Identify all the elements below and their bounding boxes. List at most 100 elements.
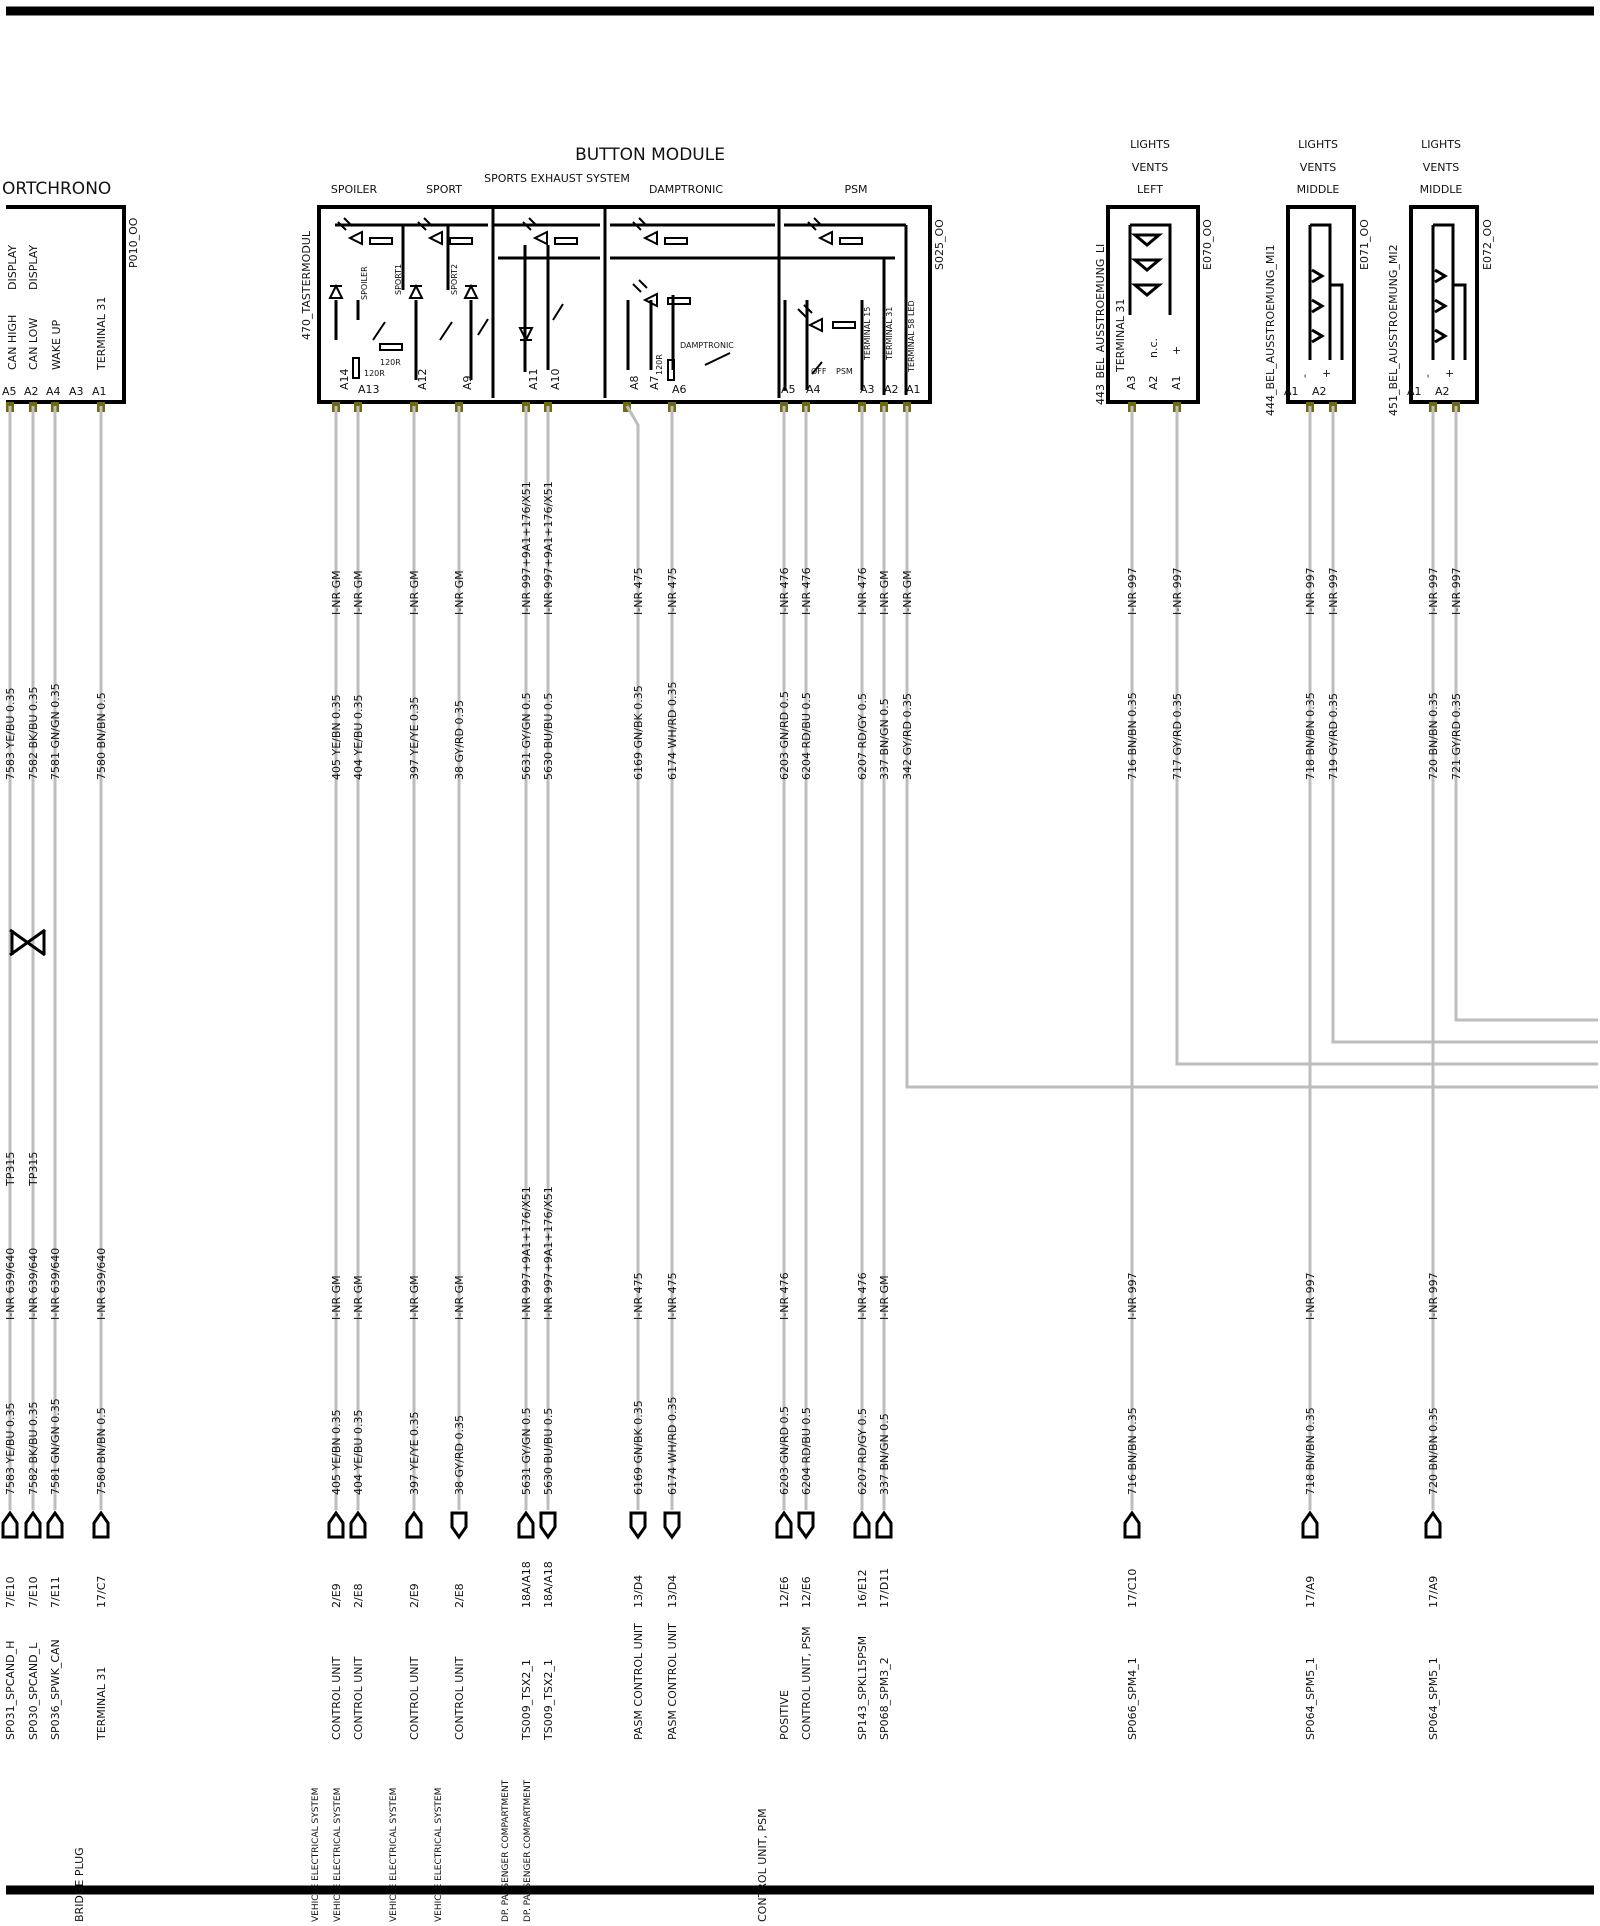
wire-inr-top-397: I-NR GM	[408, 570, 421, 615]
wire-label-bot-404: 404 YE/BU 0.35	[352, 1410, 365, 1495]
wire-inr-top-6174: I-NR 475	[666, 567, 679, 615]
wire-inr-top-6207: I-NR 476	[856, 567, 869, 615]
led-psm-2	[797, 304, 823, 333]
lights-mid2-side-label: 451_BEL_AUSSTROEMUNG_MI2	[1387, 244, 1400, 416]
wire-dest-7580: TERMINAL 31	[95, 1667, 108, 1741]
connector-5631	[517, 1510, 535, 1539]
connector-397	[405, 1510, 423, 1539]
sportchrono-label-can-high: CAN HIGH	[6, 315, 19, 370]
connector-7583	[1, 1510, 19, 1539]
wire-dest-720: SP064_SPM5_1	[1427, 1657, 1440, 1740]
wire-38	[450, 402, 468, 1540]
lights-left-led-array	[1128, 223, 1172, 315]
connector-38	[450, 1511, 468, 1540]
wire-conn-ref-5631: 18A/A18	[520, 1561, 533, 1608]
wire-label-bot-397: 397 YE/YE 0.35	[408, 1411, 421, 1495]
wire-inr-top-717: I-NR 997	[1171, 567, 1184, 615]
wire-dest-6169: PASM CONTROL UNIT	[632, 1623, 645, 1740]
wire-inr-bot-397: I-NR GM	[408, 1275, 421, 1320]
section-label-sport: SPORT	[426, 183, 462, 196]
connector-720	[1424, 1510, 1442, 1539]
wire-dest-7582: SP030_SPCAND_L	[27, 1642, 40, 1740]
wire-inr-bot-38: I-NR GM	[453, 1275, 466, 1320]
sportchrono-label-can-low: CAN LOW	[27, 318, 40, 370]
wire-dest-716: SP066_SPM4_1	[1126, 1657, 1139, 1740]
button-pin-a3: A3	[860, 383, 875, 396]
wire-label-bot-6203: 6203 GN/RD 0.5	[778, 1406, 791, 1495]
inner-label-120r-c: 120R	[655, 354, 664, 375]
inner-label-off: OFF	[811, 367, 827, 376]
module-lights-vents-left: LIGHTS VENTS LEFT E070_OO 443_BEL_AUSSTR…	[1094, 138, 1214, 405]
wire-conn-ref-6174: 13/D4	[666, 1575, 679, 1608]
wire-inr-bot-7581: I-NR 639/640	[49, 1248, 62, 1320]
inner-label-120r-b: 120R	[364, 369, 385, 378]
wire-inr-bot-7582: I-NR 639/640	[27, 1248, 40, 1320]
wire-6169	[623, 402, 647, 1540]
lights-left-side-label: 443_BEL_AUSSTROEMUNG_LI	[1094, 244, 1107, 405]
wire-inr-top-6169: I-NR 475	[632, 567, 645, 615]
wire-label-top-397: 397 YE/YE 0.35	[408, 696, 421, 780]
wire-label-top-721: 721 GY/RD 0.35	[1450, 693, 1463, 780]
switch-contacts	[372, 303, 823, 375]
wire-inr-bot-716: I-NR 997	[1126, 1272, 1139, 1320]
led-sport1-ind	[408, 283, 424, 299]
wire-label-top-404: 404 YE/BU 0.35	[352, 695, 365, 780]
wire-label-bot-6169: 6169 GN/BK 0.35	[632, 1400, 645, 1495]
wire-inr-bot-718: I-NR 997	[1304, 1272, 1317, 1320]
wire-6203	[775, 402, 793, 1539]
lights-left-pin-a1: A1	[1170, 375, 1183, 390]
wire-conn-ref-5630: 18A/A18	[542, 1561, 555, 1608]
lights-mid1-title-1: LIGHTS	[1298, 138, 1338, 151]
connector-6174	[663, 1511, 681, 1540]
wire-label-bot-7582: 7582 BK/BU 0.35	[27, 1401, 40, 1495]
lights-left-code: E070_OO	[1201, 219, 1214, 270]
button-pin-a6: A6	[672, 383, 687, 396]
wire-dest-7581: SP036_SPWK_CAN	[49, 1639, 62, 1740]
lights-mid1-title-3: MIDDLE	[1297, 183, 1340, 196]
connector-404	[349, 1510, 367, 1539]
led-sport	[417, 217, 443, 246]
lights-left-title-1: LIGHTS	[1130, 138, 1170, 151]
wire-label-bot-6207: 6207 RD/GY 0.5	[856, 1408, 869, 1495]
wire-7581	[46, 402, 64, 1539]
wire-6174	[663, 402, 681, 1540]
wire-label-top-6174: 6174 WH/RD 0.35	[666, 682, 679, 780]
wire-label-top-342: 342 GY/RD 0.35	[901, 693, 914, 780]
wire-conn-ref-397: 2/E9	[408, 1583, 421, 1608]
wire-404	[349, 402, 367, 1539]
lights-mid1-code: E071_OO	[1358, 219, 1371, 270]
wire-dest2-38: VEHICLE ELECTRICAL SYSTEM	[434, 1788, 444, 1922]
wire-7580	[92, 402, 110, 1539]
wire-dest2-405: VEHICLE ELECTRICAL SYSTEM	[311, 1788, 321, 1922]
wire-inr-top-5630: I-NR 997+9A1+176/X51	[542, 481, 555, 615]
wire-conn-ref-6204: 12/E6	[800, 1576, 813, 1608]
lights-mid2-code: E072_OO	[1481, 219, 1494, 270]
button-pin-a2: A2	[884, 383, 899, 396]
lights-left-label-nc: n.c.	[1147, 338, 1160, 358]
wire-trace-6169	[625, 405, 640, 1510]
wire-inr-top-718: I-NR 997	[1304, 567, 1317, 615]
wire-721	[1452, 402, 1598, 1022]
wire-label-bot-405: 405 YE/BN 0.35	[330, 1409, 343, 1495]
lights-mid2-pin-a2: A2	[1435, 385, 1450, 398]
led-symbols	[328, 217, 833, 343]
led-sport2-ind	[463, 283, 479, 299]
wire-conn-ref-7581: 7/E11	[49, 1576, 62, 1608]
wire-dest2-397: VEHICLE ELECTRICAL SYSTEM	[389, 1788, 399, 1922]
section-label-damptronic: DAMPTRONIC	[649, 183, 723, 196]
inner-label-sport1: SPORT1	[394, 264, 403, 295]
button-pin-a14: A14	[338, 368, 351, 390]
wire-trace-717	[1175, 406, 1598, 1066]
sportchrono-pin-a3: A3	[69, 385, 84, 398]
wire-5631	[517, 402, 535, 1539]
button-module-subtitle: SPORTS EXHAUST SYSTEM	[484, 172, 630, 185]
wire-label-top-718: 718 BN/BN 0.35	[1304, 692, 1317, 780]
wire-label-bot-720: 720 BN/BN 0.35	[1427, 1407, 1440, 1495]
button-pin-a7: A7	[648, 375, 661, 390]
connector-6203	[775, 1510, 793, 1539]
inner-label-terminal-15: TERMINAL 15	[863, 307, 872, 361]
wire-label-top-6204: 6204 RD/BU 0.5	[800, 692, 813, 780]
wire-trace-721	[1454, 406, 1598, 1022]
button-pin-a1: A1	[906, 383, 921, 396]
wire-337	[875, 402, 893, 1539]
